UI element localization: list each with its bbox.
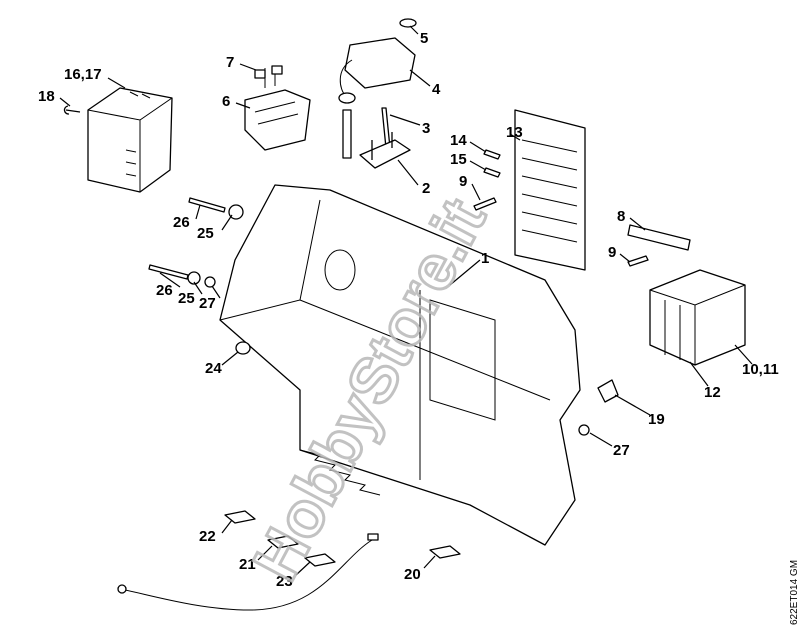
leader-lines	[59, 25, 753, 576]
callout: 27	[199, 295, 216, 312]
callout: 8	[617, 208, 625, 225]
part-screw-26b	[148, 264, 189, 280]
part-screw-9a	[473, 197, 497, 211]
callout: 1	[481, 250, 489, 267]
part-washer-27b	[578, 424, 590, 436]
callout: 19	[648, 411, 665, 428]
callout: 25	[178, 290, 195, 307]
callout: 10,11	[742, 361, 779, 378]
part-clip-20	[429, 545, 461, 559]
part-thermostat	[338, 18, 417, 159]
part-washer-25b	[187, 271, 201, 285]
part-circuit-board	[514, 109, 586, 271]
callout: 7	[226, 54, 234, 71]
callout: 14	[450, 132, 467, 149]
part-switch	[244, 65, 311, 151]
callout: 6	[222, 93, 230, 110]
part-washer-25a	[228, 204, 244, 220]
callout: 23	[276, 573, 293, 590]
callout: 25	[197, 225, 214, 242]
callouts: 16,17 18 7 6 5 4 3 2 14 13 15 9 8 9 26 2…	[38, 30, 779, 590]
callout: 9	[608, 244, 616, 261]
callout: 9	[459, 173, 467, 190]
part-screw-9b	[627, 255, 649, 267]
part-grommet-24	[235, 341, 251, 355]
part-cover-19	[597, 379, 619, 403]
callout: 2	[422, 180, 430, 197]
part-clip-22	[224, 510, 256, 524]
drawing-code: 622ET014 GM	[789, 560, 800, 625]
callout: 26	[156, 282, 173, 299]
callout: 4	[432, 81, 441, 98]
part-rail-8	[627, 224, 691, 251]
callout: 22	[199, 528, 216, 545]
callout: 27	[613, 442, 630, 459]
callout: 12	[704, 384, 721, 401]
part-holder-2	[359, 132, 411, 169]
callout: 26	[173, 214, 190, 231]
part-fuse-15	[483, 167, 501, 178]
callout: 16,17	[64, 66, 102, 83]
callout: 3	[422, 120, 430, 137]
part-screw-26a	[188, 197, 226, 213]
part-housing	[219, 184, 581, 546]
part-fuse-14	[483, 149, 501, 160]
part-clip-23	[304, 553, 336, 567]
callout: 13	[506, 124, 523, 141]
part-clip-21	[267, 535, 299, 549]
part-washer-27a	[204, 276, 216, 288]
part-ground-wire	[124, 539, 373, 611]
callout: 15	[450, 151, 467, 168]
part-screw-18	[63, 105, 81, 115]
part-contactor	[649, 269, 746, 366]
callout: 21	[239, 556, 256, 573]
callout: 24	[205, 360, 222, 377]
part-transformer	[87, 87, 173, 193]
callout: 5	[420, 30, 428, 47]
callout: 20	[404, 566, 421, 583]
callout: 18	[38, 88, 55, 105]
